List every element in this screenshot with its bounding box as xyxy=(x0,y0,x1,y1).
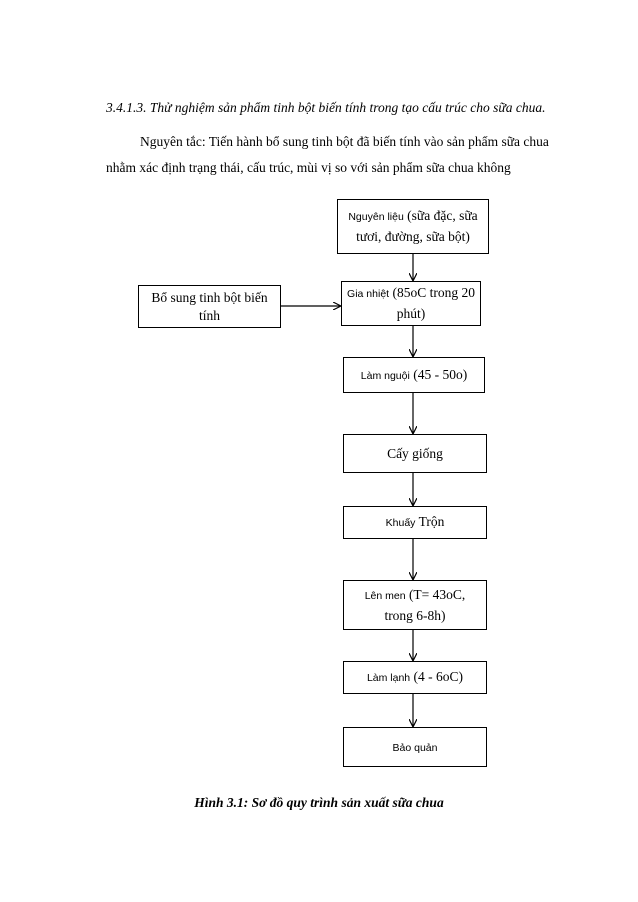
step-cooling: Làm nguội (45 - 50o) xyxy=(343,357,485,393)
section-heading: 3.4.1.3. Thử nghiệm sản phẩm tinh bột bi… xyxy=(106,100,546,115)
step-cooling-text: (45 - 50o) xyxy=(413,366,468,382)
step-raw-materials: Nguyên liệu (sữa đặc, sữa tươi, đường, s… xyxy=(337,199,489,254)
step-storage-prefix: Bảo quản xyxy=(392,741,438,754)
step-fermentation-prefix: Lên men xyxy=(364,589,406,602)
step-stirring-text: Trộn xyxy=(418,514,445,529)
step-heating: Gia nhiệt (85oC trong 20 phút) xyxy=(341,281,481,326)
step-raw-materials-prefix: Nguyên liệu xyxy=(348,211,404,223)
step-fermentation: Lên men (T= 43oC, trong 6-8h) xyxy=(343,580,487,630)
step-stirring-prefix: Khuấy xyxy=(385,517,416,529)
step-heating-text: (85oC trong 20 phút) xyxy=(392,285,475,321)
paragraph-line-1: Nguyên tắc: Tiến hành bổ sung tinh bột đ… xyxy=(140,134,549,149)
figure-caption: Hình 3.1: Sơ đồ quy trình sản xuất sữa c… xyxy=(194,795,444,810)
step-chilling-text: (4 - 6oC) xyxy=(413,669,464,684)
side-box-label: Bổ sung tinh bột biến tính xyxy=(151,289,268,323)
step-storage: Bảo quản xyxy=(343,727,487,767)
step-raw-materials-text: (sữa đặc, sữa tươi, đường, sữa bột) xyxy=(356,208,478,244)
paragraph-line-2: nhằm xác định trạng thái, cấu trúc, mùi … xyxy=(106,160,511,175)
step-chilling: Làm lạnh (4 - 6oC) xyxy=(343,661,487,694)
step-heating-prefix: Gia nhiệt xyxy=(347,288,390,300)
step-inoculation: Cấy giống xyxy=(343,434,487,473)
step-cooling-prefix: Làm nguội xyxy=(360,369,410,382)
step-stirring: Khuấy Trộn xyxy=(343,506,487,539)
side-box-add-starch: Bổ sung tinh bột biến tính xyxy=(138,285,281,328)
step-fermentation-text: (T= 43oC, trong 6-8h) xyxy=(384,586,466,623)
step-chilling-prefix: Làm lạnh xyxy=(366,672,411,684)
step-inoculation-prefix: Cấy giống xyxy=(387,445,443,461)
